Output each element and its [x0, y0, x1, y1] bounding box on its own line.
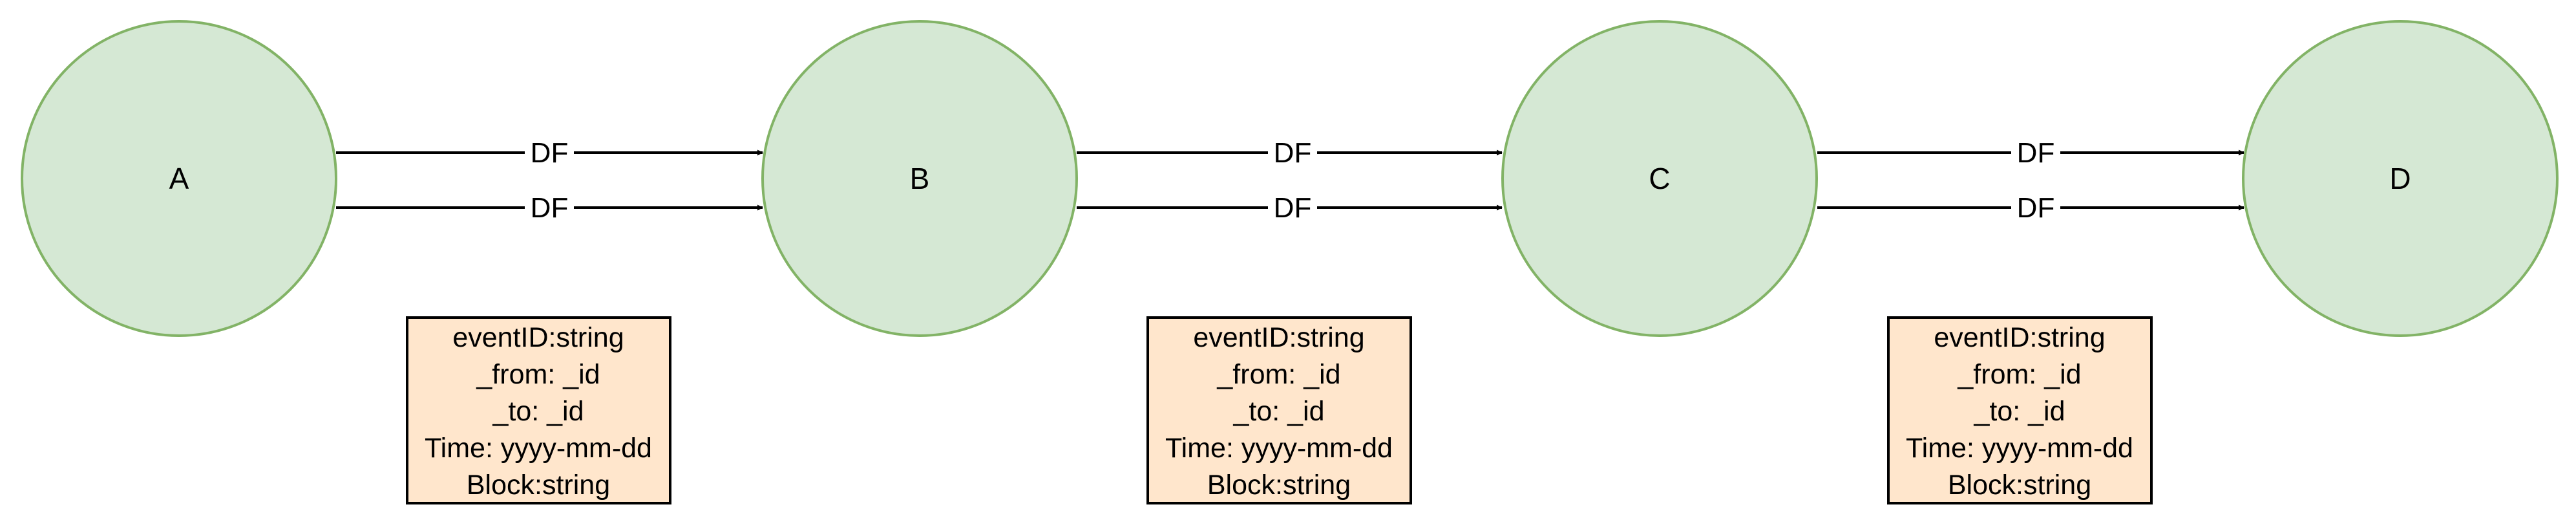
node-a[interactable]: A — [21, 20, 337, 337]
nodes-layer: A B C D — [21, 20, 2559, 337]
attr-line: _to: _id — [492, 396, 584, 427]
edge-label: DF — [531, 192, 569, 224]
node-c[interactable]: C — [1501, 20, 1818, 337]
node-label: B — [910, 162, 930, 195]
attr-line: Block:string — [1207, 470, 1351, 501]
attr-line: Time: yyyy-mm-dd — [1906, 433, 2133, 464]
attribute-boxes-layer: eventID:string _from: _id _to: _id Time:… — [406, 316, 2153, 504]
attr-line: eventID:string — [1193, 322, 1364, 353]
edge-a-b-2[interactable]: DF — [336, 192, 763, 224]
attr-line: _to: _id — [1232, 396, 1324, 427]
node-b[interactable]: B — [761, 20, 1078, 337]
edge-c-d-2[interactable]: DF — [1817, 192, 2244, 224]
edge-label: DF — [531, 137, 569, 169]
attr-line: Block:string — [467, 470, 610, 501]
attribute-box-b-c[interactable]: eventID:string _from: _id _to: _id Time:… — [1146, 316, 1412, 504]
attribute-box-c-d[interactable]: eventID:string _from: _id _to: _id Time:… — [1887, 316, 2153, 504]
attr-line: Time: yyyy-mm-dd — [1165, 433, 1393, 464]
edge-c-d-1[interactable]: DF — [1817, 137, 2244, 169]
node-d[interactable]: D — [2242, 20, 2559, 337]
node-label: A — [169, 162, 189, 195]
edge-label: DF — [1274, 137, 1312, 169]
edge-a-b-1[interactable]: DF — [336, 137, 763, 169]
attr-line: _from: _id — [1216, 359, 1340, 390]
node-label: C — [1649, 162, 1670, 195]
node-label: D — [2389, 162, 2411, 195]
attr-line: eventID:string — [1934, 322, 2105, 353]
attribute-box-a-b[interactable]: eventID:string _from: _id _to: _id Time:… — [406, 316, 671, 504]
edge-label: DF — [1274, 192, 1312, 224]
attr-line: _from: _id — [476, 359, 600, 390]
attr-line: _to: _id — [1973, 396, 2065, 427]
edge-label: DF — [2017, 192, 2055, 224]
attr-line: eventID:string — [452, 322, 624, 353]
attr-line: _from: _id — [1957, 359, 2081, 390]
edge-b-c-1[interactable]: DF — [1077, 137, 1503, 169]
edge-label: DF — [2017, 137, 2055, 169]
edge-b-c-2[interactable]: DF — [1077, 192, 1503, 224]
attr-line: Block:string — [1948, 470, 2091, 501]
edges-layer: DF DF DF DF DF DF — [336, 137, 2244, 224]
attr-line: Time: yyyy-mm-dd — [425, 433, 652, 464]
